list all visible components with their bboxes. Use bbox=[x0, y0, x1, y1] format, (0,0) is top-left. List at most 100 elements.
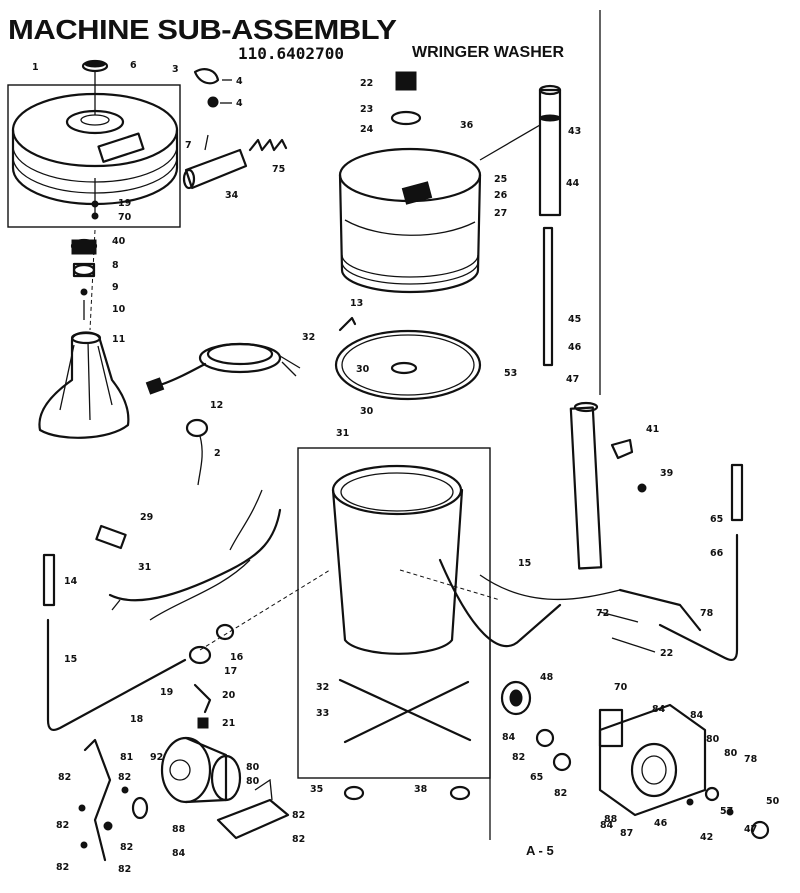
callout: 84 bbox=[172, 848, 186, 859]
callout: 47 bbox=[566, 374, 579, 385]
callout: 45 bbox=[568, 314, 581, 325]
callout: 32 bbox=[302, 332, 315, 343]
callout: 25 bbox=[494, 174, 507, 185]
right-rod bbox=[658, 463, 744, 661]
wringer-rod bbox=[542, 226, 554, 367]
callout: 47 bbox=[744, 824, 757, 835]
callout: 31 bbox=[138, 562, 151, 573]
callout: 20 bbox=[222, 690, 236, 701]
callout: 82 bbox=[118, 864, 131, 875]
screw bbox=[91, 200, 99, 208]
washer bbox=[91, 212, 99, 220]
callout: 82 bbox=[56, 820, 69, 831]
callout: 14 bbox=[64, 576, 78, 587]
callout: 9 bbox=[112, 282, 119, 293]
callout: 29 bbox=[140, 512, 153, 523]
callout: 19 bbox=[118, 198, 131, 209]
callout: 46 bbox=[654, 818, 668, 829]
callout: 80 bbox=[246, 762, 260, 773]
callout: 70 bbox=[118, 212, 132, 223]
gasket-ring bbox=[334, 316, 482, 401]
callout: 81 bbox=[120, 752, 133, 763]
callout: 75 bbox=[272, 164, 285, 175]
callout: 1 bbox=[32, 62, 39, 73]
callout: 18 bbox=[130, 714, 144, 725]
callout: 4 bbox=[236, 76, 243, 87]
bracket-plate bbox=[598, 708, 624, 748]
callout: 38 bbox=[414, 784, 428, 795]
arm-clip bbox=[610, 438, 647, 493]
motor bbox=[131, 736, 242, 820]
callout: 35 bbox=[310, 784, 323, 795]
callout: 82 bbox=[292, 810, 305, 821]
drain-line bbox=[438, 558, 702, 648]
callout: 6 bbox=[130, 60, 137, 71]
callout: 15 bbox=[518, 558, 531, 569]
hose-coupling bbox=[182, 134, 288, 190]
callout: 65 bbox=[710, 514, 723, 525]
callout: 43 bbox=[568, 126, 581, 137]
callout: 53 bbox=[504, 368, 517, 379]
callout: 16 bbox=[230, 652, 244, 663]
callout: 84 bbox=[652, 704, 666, 715]
grommet bbox=[185, 418, 209, 486]
callout: 80 bbox=[246, 776, 260, 787]
page-number: A - 5 bbox=[526, 843, 554, 858]
clip-fittings bbox=[193, 68, 232, 108]
diagram-title: MACHINE SUB-ASSEMBLY bbox=[8, 14, 397, 46]
callout: 31 bbox=[336, 428, 349, 439]
callout: 84 bbox=[502, 732, 516, 743]
callout: 11 bbox=[112, 334, 125, 345]
pulley bbox=[390, 71, 422, 126]
plug bbox=[95, 524, 127, 550]
callout: 24 bbox=[360, 124, 374, 135]
callout: 26 bbox=[494, 190, 508, 201]
wringer-post bbox=[479, 84, 562, 217]
callout: 33 bbox=[316, 708, 329, 719]
callout: 13 bbox=[350, 298, 363, 309]
power-cord bbox=[145, 342, 301, 395]
callout: 72 bbox=[596, 608, 609, 619]
callout: 30 bbox=[356, 364, 370, 375]
callout: 36 bbox=[460, 120, 474, 131]
callout: 30 bbox=[360, 406, 374, 417]
callout: 87 bbox=[620, 828, 633, 839]
agitator bbox=[38, 331, 130, 439]
callout: 3 bbox=[172, 64, 179, 75]
callout: 8 bbox=[112, 260, 119, 271]
callout: 17 bbox=[224, 666, 237, 677]
callout: 82 bbox=[292, 834, 305, 845]
callout: 22 bbox=[360, 78, 373, 89]
callout: 92 bbox=[150, 752, 163, 763]
callout: 57 bbox=[720, 806, 733, 817]
callout: 82 bbox=[58, 772, 71, 783]
tub-cover-box bbox=[7, 84, 181, 228]
leveling-foot bbox=[343, 785, 471, 801]
callout: 44 bbox=[566, 178, 580, 189]
callout: 7 bbox=[185, 140, 192, 151]
callout: 78 bbox=[700, 608, 714, 619]
valve-fittings bbox=[188, 623, 235, 729]
callout: 65 bbox=[530, 772, 543, 783]
callout: 23 bbox=[360, 104, 373, 115]
motor-mount-hardware bbox=[78, 738, 129, 862]
callout: 82 bbox=[118, 772, 131, 783]
washer-tub bbox=[338, 147, 482, 294]
small-gears bbox=[535, 728, 770, 840]
callout: 39 bbox=[660, 468, 673, 479]
callout: 40 bbox=[112, 236, 126, 247]
diagram-subtitle: WRINGER WASHER bbox=[412, 44, 564, 61]
wiring-harness bbox=[108, 489, 282, 621]
callout: 84 bbox=[690, 710, 704, 721]
callout: 88 bbox=[604, 814, 618, 825]
callout: 48 bbox=[540, 672, 554, 683]
drain-hose bbox=[42, 553, 187, 731]
callout: 22 bbox=[660, 648, 673, 659]
outer-cabinet bbox=[331, 464, 464, 655]
callout: 82 bbox=[120, 842, 133, 853]
callout: 10 bbox=[112, 304, 126, 315]
callout: 80 bbox=[706, 734, 720, 745]
callout-labels: 1 3 4 4 6 7 75 34 19 70 40 8 9 10 11 12 … bbox=[32, 60, 780, 875]
callout: 2 bbox=[214, 448, 221, 459]
model-number: 110.6402700 bbox=[238, 44, 344, 63]
